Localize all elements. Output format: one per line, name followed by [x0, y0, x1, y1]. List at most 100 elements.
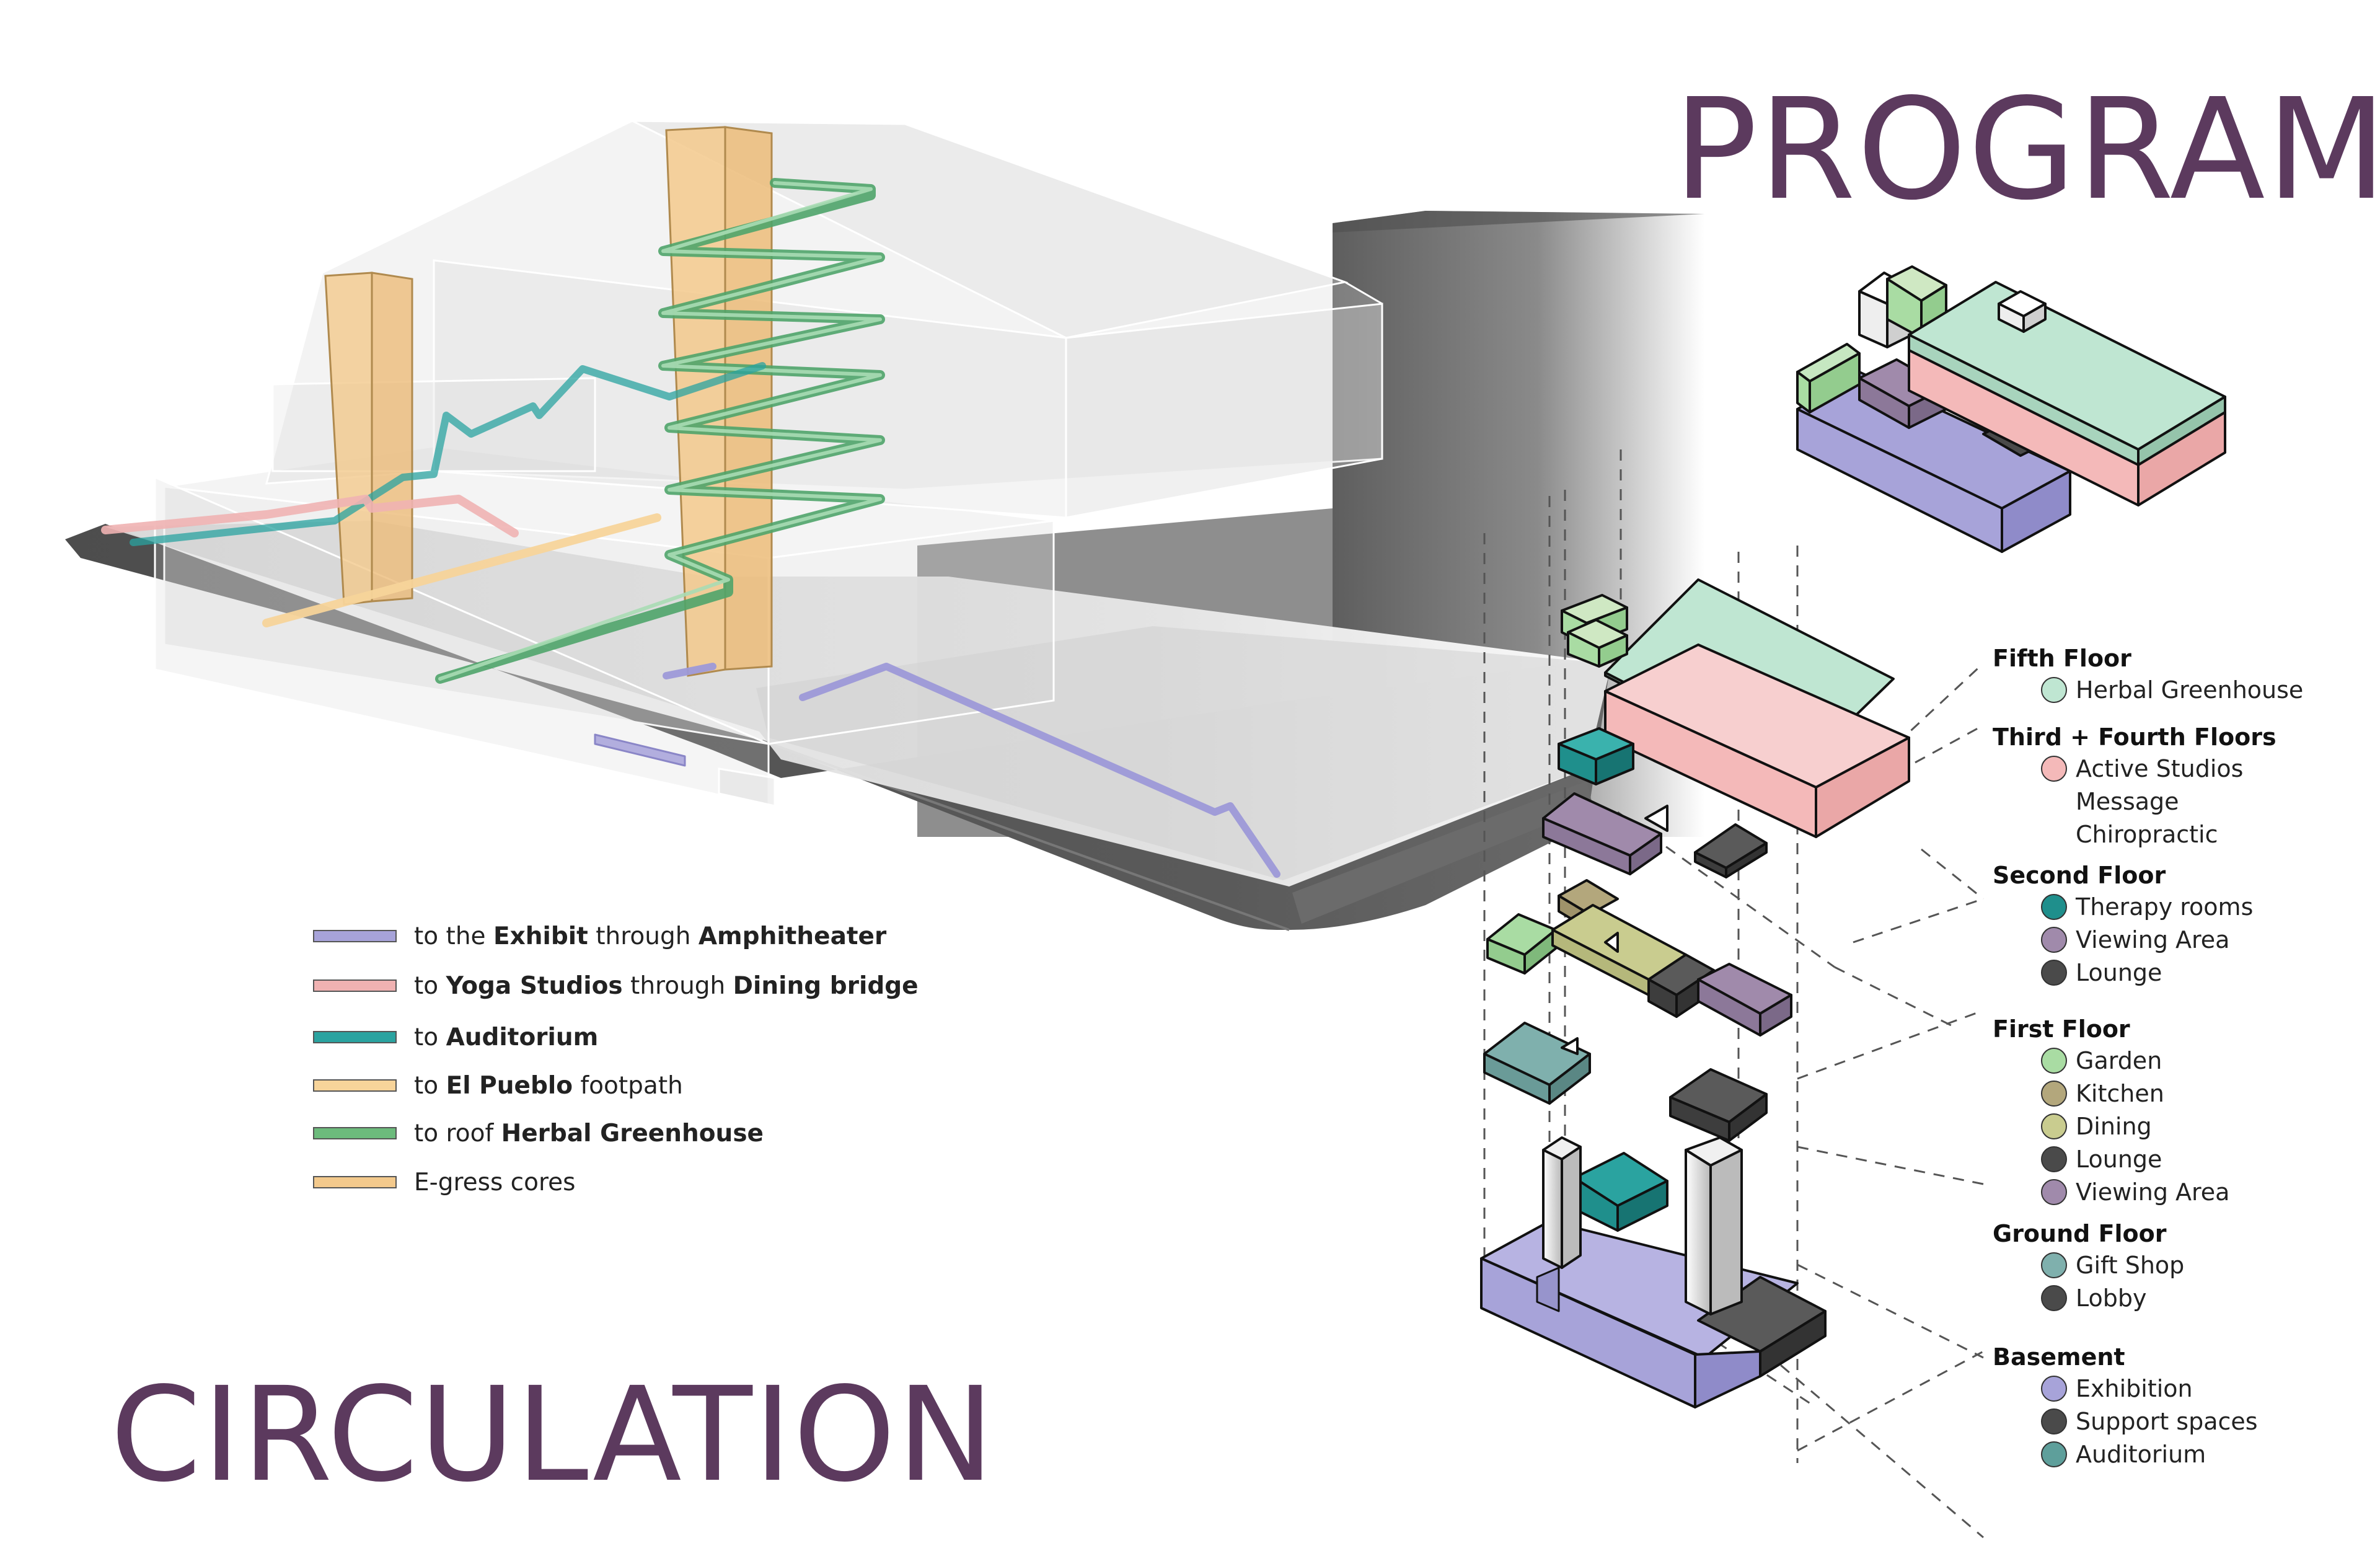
- program-item-label: Therapy rooms: [2076, 893, 2254, 921]
- program-item-label: Support spaces: [2076, 1408, 2258, 1435]
- route-auditorium: [130, 362, 766, 546]
- legend-label-text: through: [622, 971, 733, 1000]
- legend-label-text: to: [414, 971, 446, 1000]
- program-item-label: Chiropractic: [2076, 821, 2218, 848]
- legend-color-dot: [2041, 756, 2067, 782]
- floor-heading: Basement: [1993, 1343, 2125, 1371]
- floor-heading: Third + Fourth Floors: [1993, 723, 2276, 751]
- legend-label-bold: Herbal Greenhouse: [501, 1119, 764, 1147]
- legend-label-text: to: [414, 1071, 446, 1100]
- legend-label: to roof Herbal Greenhouse: [414, 1120, 764, 1147]
- program-legend-item: Auditorium: [2041, 1439, 2206, 1470]
- legend-label-bold: Exhibit: [493, 922, 588, 950]
- program-item-label: Active Studios: [2076, 755, 2244, 782]
- legend-label: to Yoga Studios through Dining bridge: [414, 972, 919, 1000]
- legend-color-dot: [2041, 1048, 2067, 1074]
- route-exhibit: [663, 663, 1280, 878]
- program-legend-item: Viewing Area: [2041, 924, 2229, 955]
- legend-label: to Auditorium: [414, 1024, 598, 1051]
- program-legend-item: Kitchen: [2041, 1078, 2164, 1109]
- legend-label: E-gress cores: [414, 1169, 575, 1196]
- exploded-third-fourth-floor: [1558, 643, 1910, 838]
- program-item-label: Auditorium: [2076, 1441, 2206, 1468]
- program-item-label: Lounge: [2076, 959, 2162, 986]
- program-legend-item: Lounge: [2041, 1144, 2162, 1175]
- program-item-label: Viewing Area: [2076, 926, 2230, 953]
- program-legend-item: Message: [2041, 786, 2179, 817]
- legend-color-dot: [2041, 1441, 2067, 1467]
- program-legend-item: Exhibition: [2041, 1373, 2193, 1404]
- legend-label-text: E-gress cores: [414, 1168, 576, 1196]
- program-item-label: Lobby: [2076, 1284, 2147, 1312]
- program-item-label: Garden: [2076, 1047, 2162, 1074]
- legend-swatch: [313, 1127, 397, 1139]
- exploded-basement: [1480, 1136, 1827, 1408]
- program-legend-item: Support spaces: [2041, 1406, 2258, 1437]
- program-legend-item: Dining: [2041, 1111, 2152, 1142]
- circulation-legend-item: to Yoga Studios through Dining bridge: [313, 967, 995, 1004]
- exploded-first-floor: [1486, 879, 1792, 1037]
- legend-color-dot: [2041, 1408, 2067, 1435]
- program-legend-item: Therapy rooms: [2041, 891, 2253, 922]
- program-item-label: Kitchen: [2076, 1080, 2164, 1107]
- legend-color-dot: [2041, 1146, 2067, 1172]
- legend-label-text: to the: [414, 922, 493, 950]
- exploded-second-floor: [1542, 792, 1768, 878]
- legend-color-dot: [2041, 1081, 2067, 1107]
- floor-heading: Second Floor: [1993, 862, 2166, 889]
- legend-color-dot: [2041, 960, 2067, 986]
- route-yoga: [101, 495, 519, 537]
- program-legend-item: Gift Shop: [2041, 1250, 2184, 1281]
- legend-label-bold: El Pueblo: [446, 1071, 573, 1100]
- building-massing: [154, 120, 1383, 807]
- legend-color-dot: [2041, 1252, 2067, 1278]
- program-item-label: Herbal Greenhouse: [2076, 676, 2304, 704]
- program-item-label: Message: [2076, 788, 2179, 815]
- exploded-ground-floor: [1483, 1022, 1768, 1142]
- program-item-label: Viewing Area: [2076, 1178, 2230, 1206]
- legend-color-dot: [2041, 1376, 2067, 1402]
- legend-label-text: to: [414, 1023, 446, 1051]
- legend-swatch: [313, 979, 397, 992]
- floor-heading: Ground Floor: [1993, 1220, 2167, 1247]
- legend-swatch: [313, 1176, 397, 1188]
- legend-color-dot: [2041, 1113, 2067, 1139]
- plaza-surface: [105, 521, 1611, 886]
- legend-color-dot: [2041, 789, 2067, 815]
- circulation-routes: [101, 178, 1280, 878]
- program-legend-item: Active Studios: [2041, 753, 2243, 784]
- legend-label-text: to roof: [414, 1119, 501, 1147]
- legend-color-dot: [2041, 821, 2067, 847]
- program-legend-item: Garden: [2041, 1045, 2162, 1076]
- program-item-label: Lounge: [2076, 1146, 2162, 1173]
- legend-label-text: footpath: [573, 1071, 683, 1100]
- legend-color-dot: [2041, 927, 2067, 953]
- legend-color-dot: [2041, 894, 2067, 920]
- legend-label: to the Exhibit through Amphitheater: [414, 922, 886, 950]
- program-item-label: Gift Shop: [2076, 1252, 2185, 1279]
- program-legend-item: Lounge: [2041, 957, 2162, 988]
- program-legend-item: Chiropractic: [2041, 819, 2218, 850]
- program-legend-item: Viewing Area: [2041, 1177, 2229, 1208]
- legend-label-bold: Auditorium: [446, 1023, 599, 1051]
- program-title: PROGRAM: [1673, 69, 2380, 231]
- route-el-pueblo: [262, 513, 661, 627]
- program-legend-item: Herbal Greenhouse: [2041, 674, 2303, 705]
- legend-swatch: [313, 1031, 397, 1043]
- legend-swatch: [313, 1079, 397, 1092]
- program-item-label: Dining: [2076, 1113, 2152, 1140]
- circulation-title: CIRCULATION: [110, 1359, 996, 1511]
- legend-swatch: [313, 930, 397, 942]
- legend-color-dot: [2041, 1285, 2067, 1311]
- circulation-legend-item: to El Pueblo footpath: [313, 1067, 995, 1104]
- route-greenhouse-stair-light: [438, 181, 882, 681]
- legend-label-bold: Yoga Studios: [446, 971, 623, 1000]
- legend-label-text: through: [588, 922, 699, 950]
- circulation-legend-item: to the Exhibit through Amphitheater: [313, 917, 995, 955]
- circulation-legend-item: E-gress cores: [313, 1164, 995, 1201]
- legend-label: to El Pueblo footpath: [414, 1072, 683, 1100]
- floor-heading: First Floor: [1993, 1015, 2130, 1043]
- circulation-legend-item: to Auditorium: [313, 1019, 995, 1056]
